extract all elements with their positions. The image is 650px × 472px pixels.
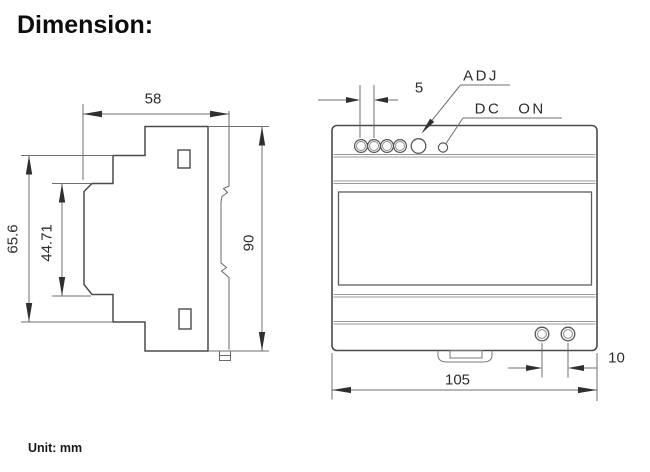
dim-terminal-spacing-label: 10 <box>608 349 625 366</box>
label-recess <box>337 191 593 286</box>
input-terminal-screw-inner <box>382 141 392 151</box>
output-terminals <box>534 326 576 342</box>
arrowhead <box>578 386 597 394</box>
panel-groove-lines <box>333 154 596 325</box>
dc-on-led <box>437 142 449 153</box>
dim-depth-label: 58 <box>144 90 162 108</box>
adj-potentiometer <box>410 138 427 154</box>
arrowhead <box>374 97 388 103</box>
dim-65-6 <box>21 155 112 323</box>
arrowhead <box>568 365 584 371</box>
front-view-drawing <box>318 84 598 401</box>
dim-58 <box>82 104 229 180</box>
dim-90 <box>209 126 269 352</box>
dc-label: DC <box>474 100 502 118</box>
arrowhead <box>332 386 351 394</box>
arrowhead <box>421 118 435 134</box>
dim-105 <box>331 353 598 401</box>
dim-recess-height-label: 44.71 <box>38 224 55 262</box>
input-terminals <box>354 139 408 154</box>
on-label: ON <box>518 100 546 118</box>
output-terminal-screw-inner <box>537 329 547 339</box>
unit-note: Unit: mm <box>28 441 83 455</box>
dim-5 <box>318 85 398 138</box>
dim-front-height-label: 65.6 <box>4 224 21 254</box>
dim-terminal-pitch-label: 5 <box>414 79 424 97</box>
dim-overall-height-label: 90 <box>240 234 258 252</box>
arrowhead <box>210 110 229 118</box>
input-terminal-screw-inner <box>395 141 405 151</box>
output-terminal-screw-inner <box>563 329 573 339</box>
page-title: Dimension: <box>17 11 154 39</box>
adj-label: ADJ <box>463 67 499 85</box>
side-view-drawing <box>21 104 269 361</box>
arrowhead <box>258 332 266 351</box>
side-view-outline <box>83 125 209 352</box>
din-clip-tab-inner <box>449 350 483 359</box>
arrowhead <box>58 183 66 203</box>
arrowhead <box>25 155 33 175</box>
dc-on-leader-line <box>445 117 562 144</box>
dim-10 <box>508 343 597 378</box>
input-terminal-screw-inner <box>356 141 366 151</box>
mounting-slot-bottom <box>178 308 192 330</box>
input-terminal-screw-inner <box>369 141 379 151</box>
din-clip-tab <box>437 350 493 363</box>
din-rail-clip-profile <box>220 111 230 350</box>
arrowhead <box>258 126 266 146</box>
arrowhead <box>526 365 542 371</box>
arrowhead <box>83 110 102 118</box>
dim-overall-width-label: 105 <box>444 371 471 389</box>
arrowhead <box>58 277 66 296</box>
arrowhead <box>25 303 33 322</box>
mounting-slot-top <box>177 149 191 169</box>
arrowhead <box>346 97 360 103</box>
